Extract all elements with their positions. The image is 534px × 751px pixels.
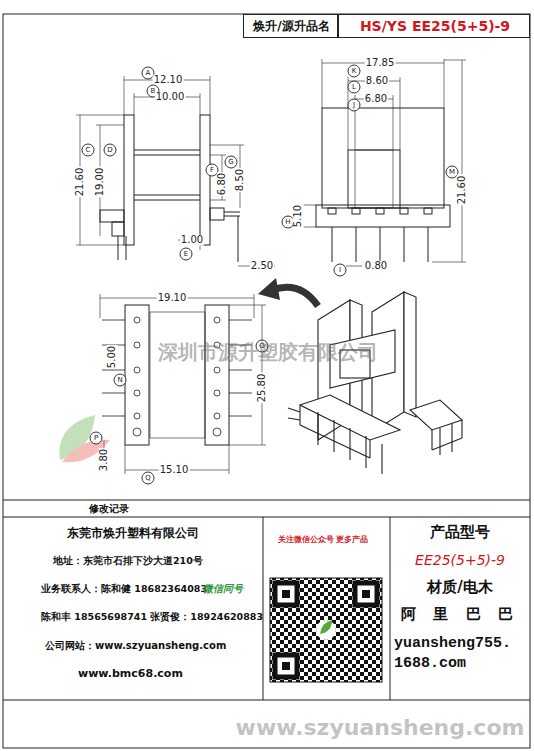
- watermark: www.szyuansheng.com: [235, 716, 526, 739]
- dimension: 6.80: [217, 172, 228, 196]
- table-cell: 产品型号: [390, 517, 530, 548]
- callout-letter: C: [82, 144, 95, 157]
- cell-text: 产品型号: [430, 524, 490, 541]
- dimension: 15.10: [159, 465, 190, 476]
- cell-text: www.bmc68.com: [78, 668, 183, 680]
- dimension: 8.60: [365, 76, 389, 87]
- cell-text: 材质/电木: [427, 579, 492, 596]
- dimension: 25.80: [257, 373, 268, 404]
- cell-text: 东莞市焕升塑料有限公司: [67, 527, 199, 540]
- callout-letter: J: [348, 99, 361, 112]
- table-cell: 焕升/源升品名: [243, 14, 338, 38]
- callout-letter: E: [180, 248, 193, 261]
- dimension: 19.00: [95, 167, 106, 198]
- cell-text: 修改记录: [89, 503, 129, 514]
- table-cell: EE25(5+5)-9: [390, 548, 530, 574]
- dimension: 1.00: [180, 235, 204, 246]
- watermark: 深圳市源升塑胶有限公司: [157, 342, 379, 363]
- table-cell: 修改记录: [3, 500, 530, 517]
- dimension: 17.85: [365, 58, 396, 69]
- callout-letter: K: [348, 65, 361, 78]
- callout-letter: D: [104, 144, 117, 157]
- callout-letter: N: [114, 374, 127, 387]
- dimension: 6.80: [364, 94, 388, 105]
- cell-text: 陈和丰 18565698741 张贤俊：18924620883: [41, 612, 263, 622]
- callout-letter: Q: [142, 472, 155, 485]
- table-cell: HS/YS EE25(5+5)-9: [338, 14, 530, 38]
- cell-text: 焕升/源升品名: [253, 20, 329, 33]
- table-cell: 材质/电木阿 里 巴 巴 yuansheng755. 1688.com: [390, 574, 530, 700]
- dimension: 3.80: [99, 448, 110, 472]
- cell-text: 业务联系人：陈和健 18682364083: [41, 584, 207, 594]
- callout-letter: I: [334, 264, 347, 277]
- cell-text: EE25(5+5)-9: [415, 553, 505, 568]
- dimension: 10.00: [155, 92, 186, 103]
- dimension: 5.00: [107, 345, 118, 369]
- dimension: 21.60: [75, 167, 86, 198]
- dimension: 2.50: [250, 261, 274, 272]
- note-text: 关注微信公众号 更多产品: [277, 536, 370, 544]
- dimension: 5.10: [293, 204, 304, 228]
- cell-text: HS/YS EE25(5+5)-9: [360, 19, 510, 34]
- cell-text: 阿 里 巴 巴: [401, 606, 519, 623]
- callout-letter: L: [348, 81, 361, 94]
- callout-letter: P: [90, 432, 103, 445]
- dimension: 12.10: [153, 75, 184, 86]
- cell-text: 地址：东莞市石排下沙大道210号: [53, 556, 203, 566]
- dimension: 8.50: [235, 168, 246, 192]
- dimension: 19.10: [157, 293, 188, 304]
- callout-letter: G: [225, 156, 238, 169]
- table-cell: 东莞市焕升塑料有限公司地址：东莞市石排下沙大道210号业务联系人：陈和健 186…: [3, 517, 263, 700]
- cell-text: yuansheng755. 1688.com: [394, 634, 522, 675]
- cell-text: 公司网站：www.szyuansheng.com: [45, 640, 226, 651]
- dimension: 0.80: [364, 261, 388, 272]
- cell-text: 微信同号: [203, 583, 243, 594]
- dimension: 21.60: [457, 175, 468, 206]
